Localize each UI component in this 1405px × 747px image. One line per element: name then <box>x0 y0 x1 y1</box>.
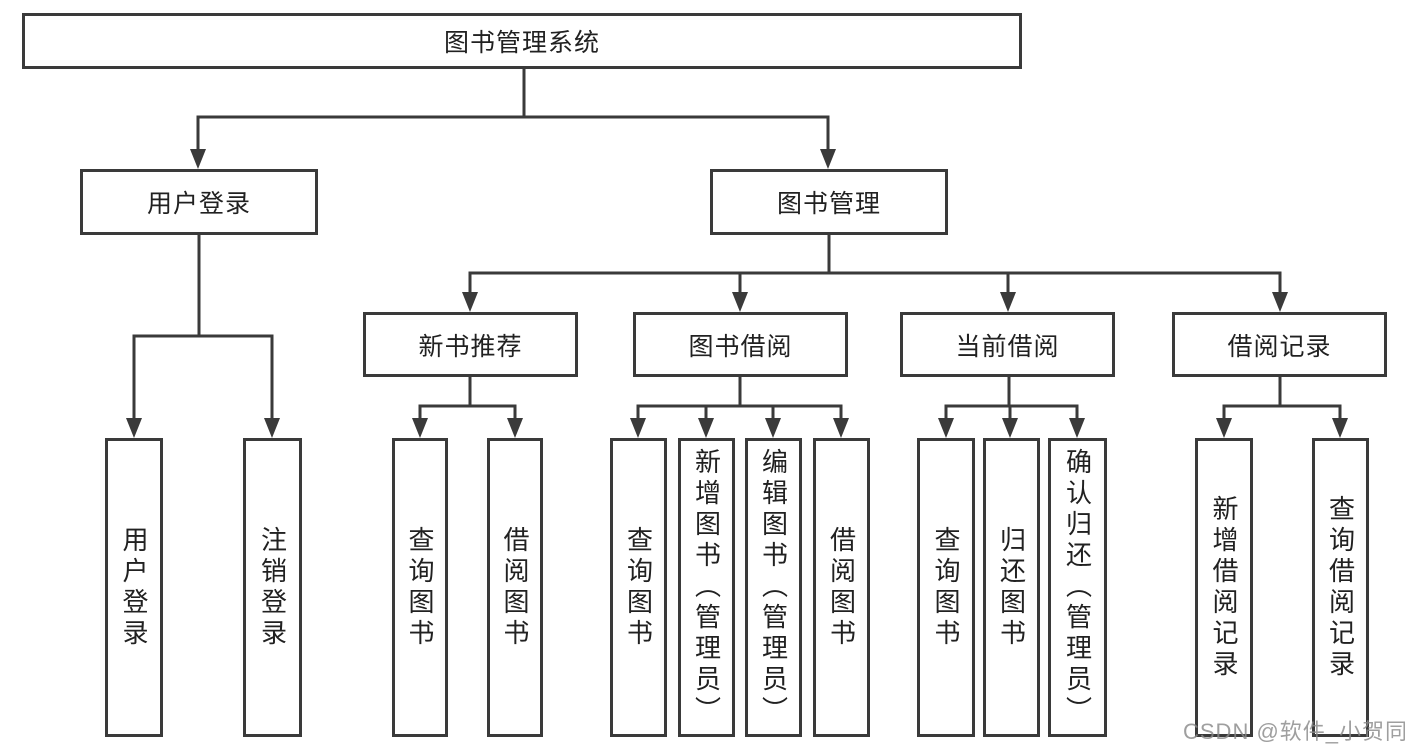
arrow-icon <box>1002 418 1018 438</box>
node-label: 新书推荐 <box>418 332 523 361</box>
node-book-management: 图书管理 <box>710 169 948 235</box>
connector-current <box>944 377 1079 424</box>
csdn-watermark: CSDN @软件_小贺同学 <box>1183 719 1405 744</box>
leaf-query-borrow-record: 查询借阅记录 <box>1312 438 1369 737</box>
leaf-add-borrow-record: 新增借阅记录 <box>1195 438 1253 737</box>
node-user-login: 用户登录 <box>80 169 318 235</box>
node-label: 用户登录 <box>119 525 149 650</box>
node-borrow-records: 借阅记录 <box>1172 312 1387 377</box>
leaf-user-login: 用户登录 <box>105 438 163 737</box>
arrow-icon <box>1272 292 1288 312</box>
leaf-borrow-books-recommend: 借阅图书 <box>487 438 543 737</box>
leaf-query-books-borrow: 查询图书 <box>610 438 667 737</box>
connector-records <box>1222 377 1342 424</box>
node-label: 查询图书 <box>931 525 961 650</box>
node-label: 借阅图书 <box>826 525 857 650</box>
node-new-book-recommend: 新书推荐 <box>363 312 578 377</box>
node-label: 借阅图书 <box>500 525 530 650</box>
arrow-icon <box>938 418 954 438</box>
arrow-icon <box>507 418 523 438</box>
node-label: 查询图书 <box>405 525 435 650</box>
node-label: 新增图书（管理员） <box>691 448 722 727</box>
node-label: 图书借阅 <box>688 332 793 361</box>
leaf-logout: 注销登录 <box>243 438 302 737</box>
arrow-icon <box>1000 292 1016 312</box>
arrow-icon <box>833 418 849 438</box>
connector-root <box>196 69 830 153</box>
connector-book-mgmt <box>468 235 1282 298</box>
node-label: 归还图书 <box>996 525 1027 650</box>
connector-user-login <box>132 235 274 424</box>
node-label: 编辑图书（管理员） <box>758 448 789 727</box>
node-label: 借阅记录 <box>1227 332 1332 361</box>
node-root-system: 图书管理系统 <box>22 13 1022 69</box>
node-label: 注销登录 <box>257 525 288 650</box>
leaf-query-books-recommend: 查询图书 <box>392 438 448 737</box>
node-label: 当前借阅 <box>955 332 1060 361</box>
node-label: 查询图书 <box>623 525 654 650</box>
arrow-icon <box>698 418 714 438</box>
arrow-icon <box>1332 418 1348 438</box>
connector-borrow <box>636 377 843 424</box>
leaf-add-books-admin: 新增图书（管理员） <box>678 438 735 737</box>
leaf-confirm-return-admin: 确认归还（管理员） <box>1048 438 1107 737</box>
leaf-borrow-books: 借阅图书 <box>813 438 870 737</box>
arrow-icon <box>732 292 748 312</box>
leaf-query-books-current: 查询图书 <box>917 438 975 737</box>
arrow-icon <box>190 149 206 169</box>
node-label: 确认归还（管理员） <box>1062 448 1093 727</box>
arrowheads <box>126 149 1348 438</box>
connector-new-book <box>418 377 517 424</box>
arrow-icon <box>630 418 646 438</box>
leaf-edit-books-admin: 编辑图书（管理员） <box>745 438 802 737</box>
arrow-icon <box>1069 418 1085 438</box>
node-label: 图书管理系统 <box>443 29 600 57</box>
node-current-borrow: 当前借阅 <box>900 312 1115 377</box>
arrow-icon <box>765 418 781 438</box>
node-label: 新增借阅记录 <box>1209 494 1239 681</box>
arrow-icon <box>820 149 836 169</box>
node-label: 用户登录 <box>146 190 251 218</box>
node-book-borrow: 图书借阅 <box>633 312 848 377</box>
leaf-return-books: 归还图书 <box>983 438 1040 737</box>
arrow-icon <box>126 418 142 438</box>
arrow-icon <box>462 292 478 312</box>
arrow-icon <box>412 418 428 438</box>
node-label: 图书管理 <box>776 190 881 218</box>
node-label: 查询借阅记录 <box>1325 494 1356 681</box>
arrow-icon <box>1216 418 1232 438</box>
arrow-icon <box>264 418 280 438</box>
